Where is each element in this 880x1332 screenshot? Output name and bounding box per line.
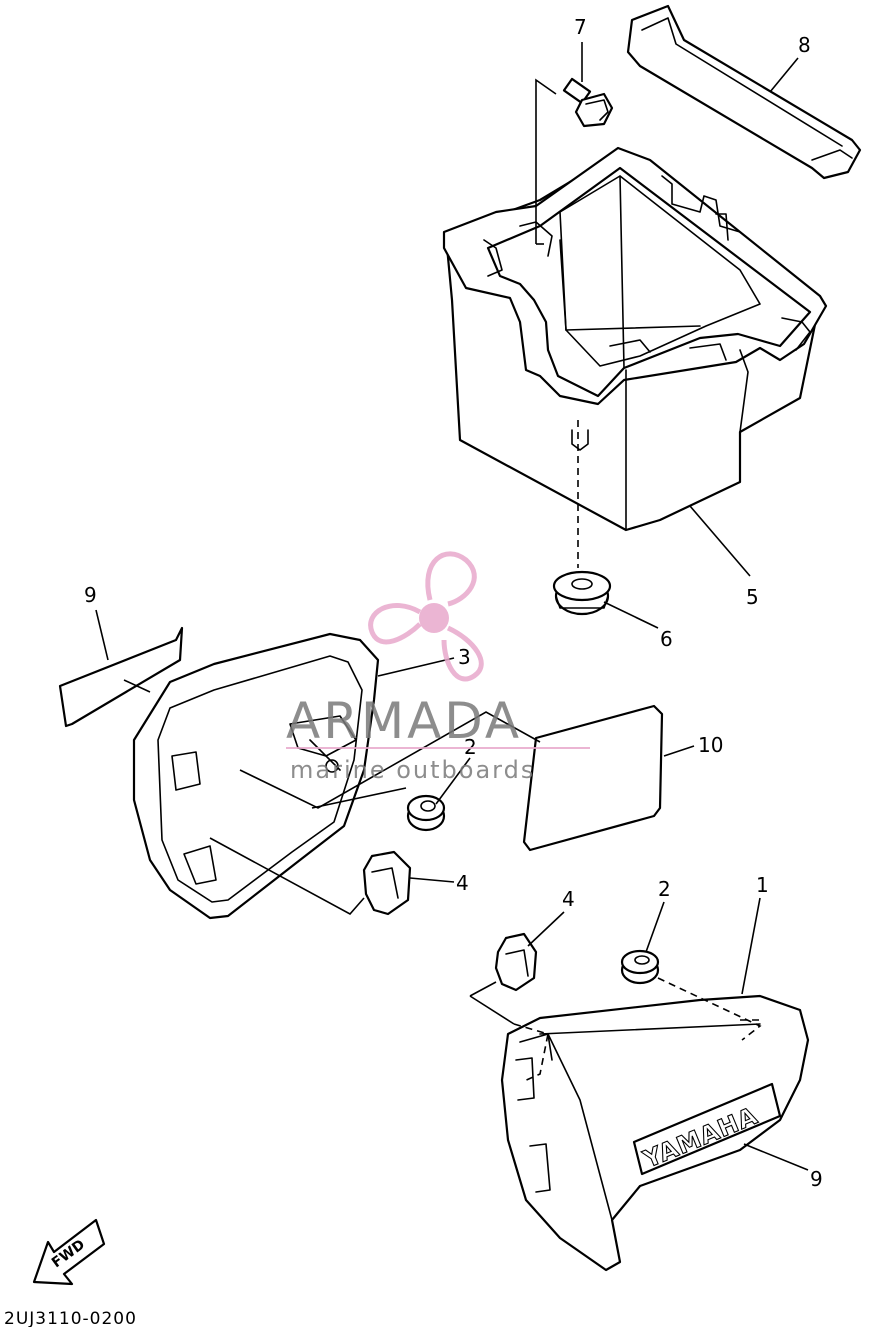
clip-lower	[494, 932, 538, 992]
callout-9-right: 9	[810, 1167, 823, 1191]
watermark: ARMADA marine outboards	[286, 551, 590, 784]
propeller-blade-top	[425, 551, 477, 607]
watermark-tagline: marine outboards	[290, 756, 535, 784]
callout-4-lower: 4	[562, 887, 575, 911]
callout-leaders	[95, 42, 809, 1171]
bolt	[562, 77, 614, 128]
callout-4-upper: 4	[456, 871, 469, 895]
clip-upper	[362, 850, 412, 916]
callout-1: 1	[756, 873, 769, 897]
callout-10: 10	[698, 733, 723, 757]
callout-9-left: 9	[84, 583, 97, 607]
assembly-lines	[209, 78, 762, 1083]
callout-3: 3	[458, 645, 471, 669]
battery-box	[442, 146, 828, 532]
callouts: 7 8 5 6 9 3 2 10 4 4 2 1 9	[84, 15, 823, 1191]
propeller-logo-icon	[368, 551, 484, 682]
side-cover-left	[132, 632, 380, 920]
watermark-brand: ARMADA	[286, 692, 522, 750]
fwd-arrow-icon: FWD	[32, 1218, 106, 1286]
callout-6: 6	[660, 627, 673, 651]
damper	[552, 570, 612, 616]
drawing-code: 2UJ3110-0200	[4, 1309, 137, 1327]
propeller-blade-right	[441, 625, 484, 682]
battery-band	[626, 4, 862, 180]
propeller-hub	[419, 603, 449, 633]
callout-2-lower: 2	[658, 877, 671, 901]
emblem-sticker-left	[58, 626, 184, 728]
grommet-upper	[406, 794, 446, 832]
callout-7: 7	[574, 15, 587, 39]
plate	[522, 704, 664, 852]
callout-5: 5	[746, 585, 759, 609]
propeller-blade-left	[368, 602, 422, 645]
grommet-lower	[620, 949, 660, 985]
callout-8: 8	[798, 33, 811, 57]
